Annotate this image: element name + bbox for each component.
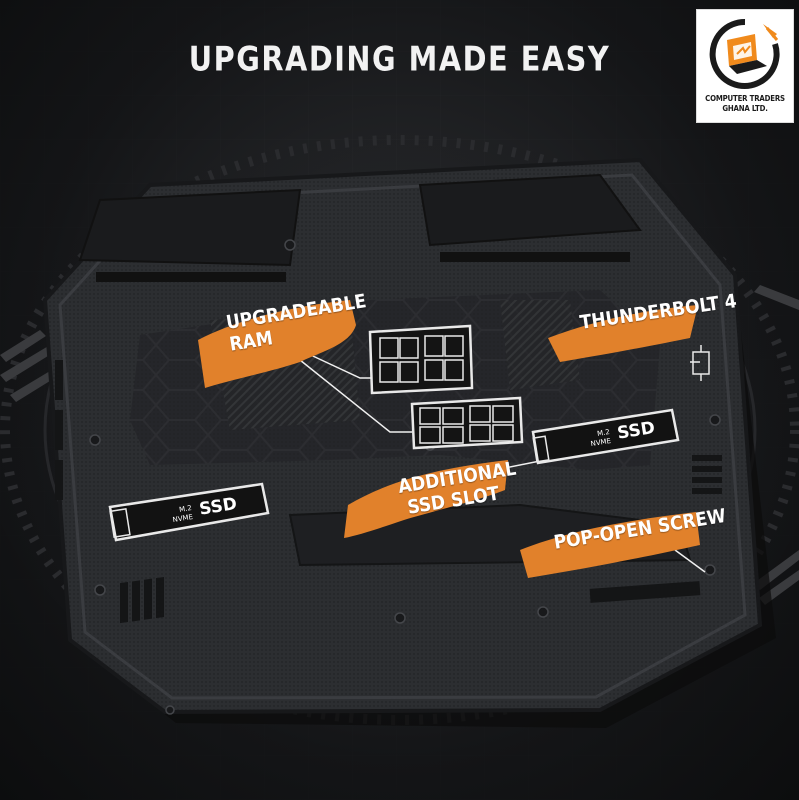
ssd-left-nvme: NVME [172, 512, 194, 525]
ssd-right-nvme: NVME [590, 436, 612, 449]
brush-ssd-slot [344, 460, 508, 538]
logo-text-line2: GHANA LTD. [722, 104, 768, 113]
brush-strokes [198, 300, 700, 578]
bottom-left-vent [120, 576, 164, 624]
decor-ring-outer [0, 135, 799, 725]
left-side-vent [55, 360, 63, 500]
headline: UPGRADING MADE EASY [188, 39, 611, 79]
ssd-left-ssd: SSD [197, 494, 239, 520]
ssd-right [531, 408, 680, 465]
top-vent-right-slot [440, 252, 630, 262]
brush-ram [198, 300, 356, 388]
ssd-right-ssd: SSD [615, 418, 657, 444]
brush-thunderbolt [548, 305, 698, 362]
brush-screw [520, 512, 700, 578]
top-vent-left-slot [96, 272, 286, 282]
logo-text-line1: COMPUTER TRADERS [705, 94, 785, 103]
chassis-rim [58, 173, 747, 700]
thunderbolt-port [692, 345, 710, 381]
striped-panel-2 [500, 300, 580, 390]
ram-module-top [368, 324, 474, 395]
ssd-left [108, 482, 270, 542]
right-side-vent [692, 455, 722, 494]
ram-module-bottom [410, 396, 524, 450]
bottom-right-vent [589, 581, 701, 603]
top-vent-right [418, 173, 642, 247]
top-vent-left [78, 188, 302, 267]
company-logo: COMPUTER TRADERS GHANA LTD. [697, 10, 793, 122]
laptop-cart-icon [709, 18, 780, 89]
